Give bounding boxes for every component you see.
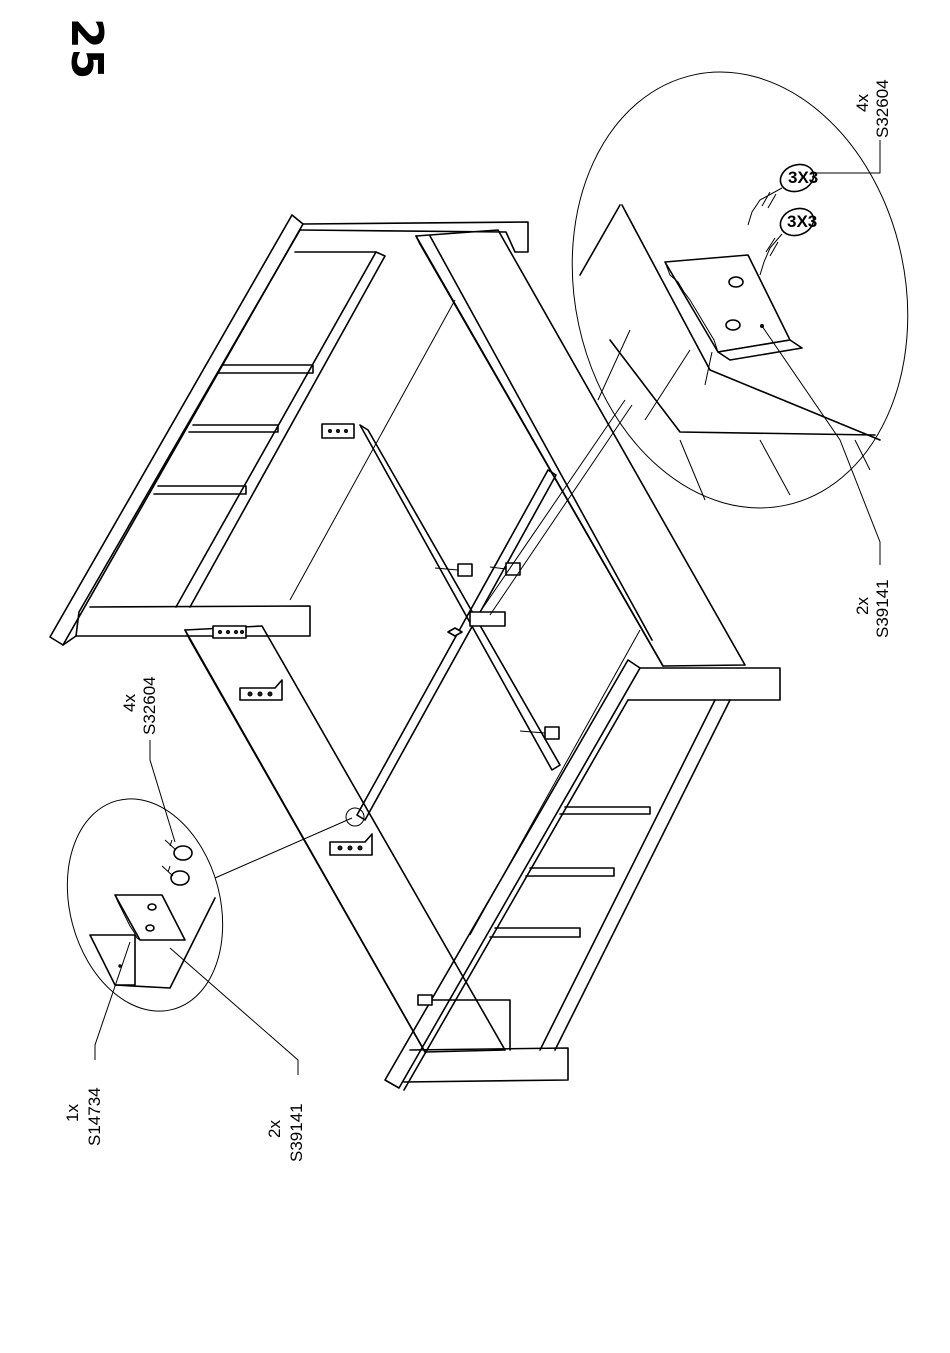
detail-callout-left [45, 740, 352, 1075]
bracket-headboard-right [322, 424, 354, 438]
headboard [50, 215, 528, 645]
svg-text:3X3: 3X3 [787, 212, 817, 231]
label-screw-left: 4x S32604 [120, 676, 159, 735]
qty-label: 4x [120, 694, 139, 712]
footboard [385, 660, 780, 1090]
label-support-left: 1x S14734 [63, 1087, 104, 1146]
bracket-foot-left [418, 995, 432, 1005]
step-number-text: 25 [61, 18, 112, 79]
bracket-rail-2 [330, 834, 372, 855]
part-number: S39141 [873, 579, 892, 638]
qty-label: 2x [853, 597, 872, 615]
qty-label: 2x [265, 1120, 284, 1138]
part-number: S14734 [85, 1087, 104, 1146]
part-number: S32604 [140, 676, 159, 735]
qty-label: 4x [853, 94, 872, 112]
bracket-headboard-left [213, 626, 246, 638]
qty-label: 1x [63, 1104, 82, 1122]
label-bracket-left: 2x S39141 [265, 1103, 306, 1162]
svg-text:3X3: 3X3 [788, 168, 818, 187]
bracket-rail-1 [240, 680, 282, 700]
screw-icon: 3X3 [760, 204, 817, 275]
corner-brackets [213, 424, 432, 1005]
part-number: S39141 [287, 1103, 306, 1162]
part-number: S32604 [873, 79, 892, 138]
screw-icon [162, 866, 189, 885]
label-screw-top-right: 4x S32604 [853, 79, 892, 138]
center-beams [290, 300, 640, 935]
label-bracket-top-right: 2x S39141 [853, 579, 892, 638]
step-number: 25 [61, 18, 112, 79]
screw-icon [165, 840, 192, 860]
